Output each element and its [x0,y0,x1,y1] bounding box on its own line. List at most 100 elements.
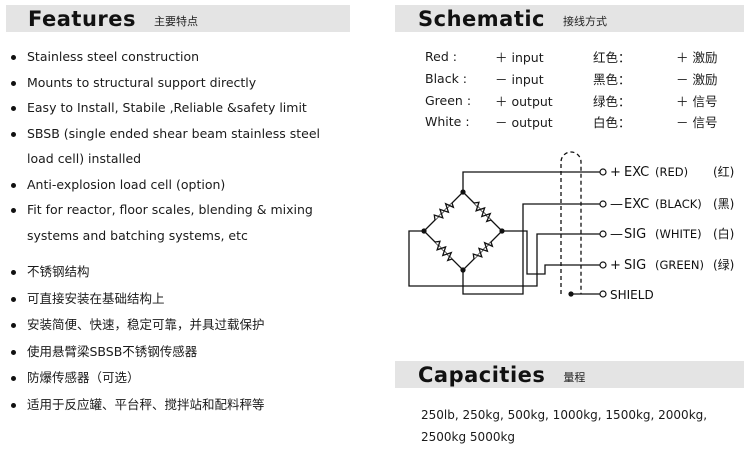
feature-text: 可直接安装在基础结构上 [27,290,165,306]
wire-sig-minus [408,230,600,287]
bullet-icon [11,131,16,137]
terminal-sign: — [610,227,623,242]
bullet-icon [11,270,16,275]
terminal-color-cn: (绿) [713,257,734,272]
wire-function-en: ＋ input [495,50,544,66]
capacities-list: 250lb, 250kg, 500kg, 1000kg, 1500kg, 200… [421,408,708,444]
feature-text: 防爆传感器（可选） [27,370,140,386]
wire-row: Black : － input 黑色： － 激励 [425,68,717,90]
wire-function-en: － input [495,72,544,88]
feature-text: 安装简便、快速，稳定可靠，并具过载保护 [27,317,265,333]
feature-item-en: Stainless steel construction [0,44,320,70]
terminal-exc-minus [599,200,607,208]
wire-row: White : － output 白色： － 信号 [425,111,717,133]
capacities-title: Capacities [418,362,546,387]
wire-color-cn: 黑色： [593,72,631,88]
wire-function-en: ＋ output [495,93,553,109]
wheatstone-bridge [423,191,503,271]
wire-exc-plus [462,171,600,192]
wire-color-table: Red : ＋ input 红色： ＋ 激励 Black : － input 黑色： － 激励… [425,46,717,133]
bullet-icon [11,182,16,188]
feature-item-en: Fit for reactor, floor scales, blending … [0,197,320,248]
wire-color-en: Black : [425,71,468,87]
feature-item-en: Anti-explosion load cell (option) [0,172,320,198]
wire-color-en: Red : [425,49,457,65]
wire-sig-plus [502,230,600,275]
terminal-exc-plus [599,168,607,176]
wire-function-cn: － 信号 [676,115,718,131]
features-header: Features 主要特点 [6,5,350,32]
terminal-name: EXC [624,197,649,212]
shield-tube [560,151,582,294]
schematic-header: Schematic 接线方式 [395,5,744,32]
schematic-subtitle: 接线方式 [563,15,608,28]
feature-item-cn: 安装简便、快速，稳定可靠，并具过载保护 [0,312,265,339]
terminal-name: SIG [624,258,646,273]
feature-item-cn: 使用悬臂梁SBSB不锈钢传感器 [0,339,265,366]
wire-function-cn: ＋ 信号 [676,93,718,109]
terminal-shield [599,290,607,298]
wire-color-en: Green : [425,92,472,108]
bullet-icon [11,55,16,60]
bullet-icon [11,376,16,382]
wire-function-cn: ＋ 激励 [676,50,718,66]
feature-item-cn: 防爆传感器（可选） [0,365,265,392]
wire-row: Red : ＋ input 红色： ＋ 激励 [425,46,717,68]
bullet-icon [11,402,16,408]
feature-text: Stainless steel construction [27,49,200,64]
terminal-color-cn: (白) [713,226,734,241]
bullet-icon [11,208,16,213]
bullet-icon [11,80,16,86]
feature-item-en: Mounts to structural support directly [0,70,320,96]
wire-color-cn: 白色： [593,115,631,131]
terminal-color: (BLACK) [655,197,702,211]
wire-color-cn: 红色： [593,50,631,66]
feature-text: Easy to Install, Stabile ,Reliable &safe… [27,100,307,115]
terminal-sig-plus [599,261,607,269]
bullet-icon [11,349,16,355]
wire-color-cn: 绿色： [593,93,631,109]
bullet-icon [11,106,16,111]
terminal-sign: + [610,165,621,180]
terminal-color-cn: (黑) [713,197,734,211]
feature-text: load cell) installed [27,151,142,166]
feature-text: Anti-explosion load cell (option) [27,176,226,192]
feature-text: SBSB (single ended shear beam stainless … [27,125,321,141]
terminal-color: (GREEN) [655,258,704,272]
resistor-bottom-left [434,240,453,262]
wire-color-en: White : [425,114,470,130]
shield-label: SHIELD [610,288,654,302]
bullet-icon [11,296,16,302]
feature-text: Fit for reactor, floor scales, blending … [27,202,313,217]
wire-row: Green : ＋ output 绿色： ＋ 信号 [425,89,717,111]
wire-function-cn: － 激励 [676,72,718,88]
feature-item-cn: 不锈钢结构 [0,259,265,286]
resistor-top-right [473,201,492,223]
resistor-bottom-right [472,241,494,260]
feature-text: 不锈钢结构 [27,264,90,279]
capacities-subtitle: 量程 [563,371,586,384]
terminal-color: (WHITE) [655,227,702,241]
features-subtitle: 主要特点 [154,15,198,28]
wiring-diagram: +EXC(RED)(红)—EXC(BLACK)(黑)—SIG(WHITE)(白)… [408,151,734,302]
feature-text: 使用悬臂梁SBSB不锈钢传感器 [27,343,198,359]
schematic-title: Schematic [418,6,546,31]
terminal-name: SIG [624,227,646,242]
feature-item-cn: 适用于反应罐、平台秤、搅拌站和配料秤等 [0,392,265,419]
wire-function-en: － output [495,115,553,131]
feature-item-en: Easy to Install, Stabile ,Reliable &safe… [0,95,320,121]
resistor-top-left [433,202,455,221]
features-list-cn: 不锈钢结构可直接安装在基础结构上安装简便、快速，稳定可靠，并具过载保护使用悬臂梁… [0,259,265,419]
features-title: Features [28,6,136,31]
terminal-sign: — [610,197,623,212]
capacities-header: Capacities 量程 [395,361,744,388]
bullet-icon [11,323,16,329]
feature-item-en: SBSB (single ended shear beam stainless … [0,121,320,172]
terminal-name: EXC [624,165,649,180]
feature-text: 适用于反应罐、平台秤、搅拌站和配料秤等 [27,396,265,412]
terminal-color-cn: (红) [713,164,734,179]
feature-text: Mounts to structural support directly [27,74,257,90]
feature-text: systems and batching systems, etc [27,227,248,243]
terminal-sig-minus [599,230,607,238]
